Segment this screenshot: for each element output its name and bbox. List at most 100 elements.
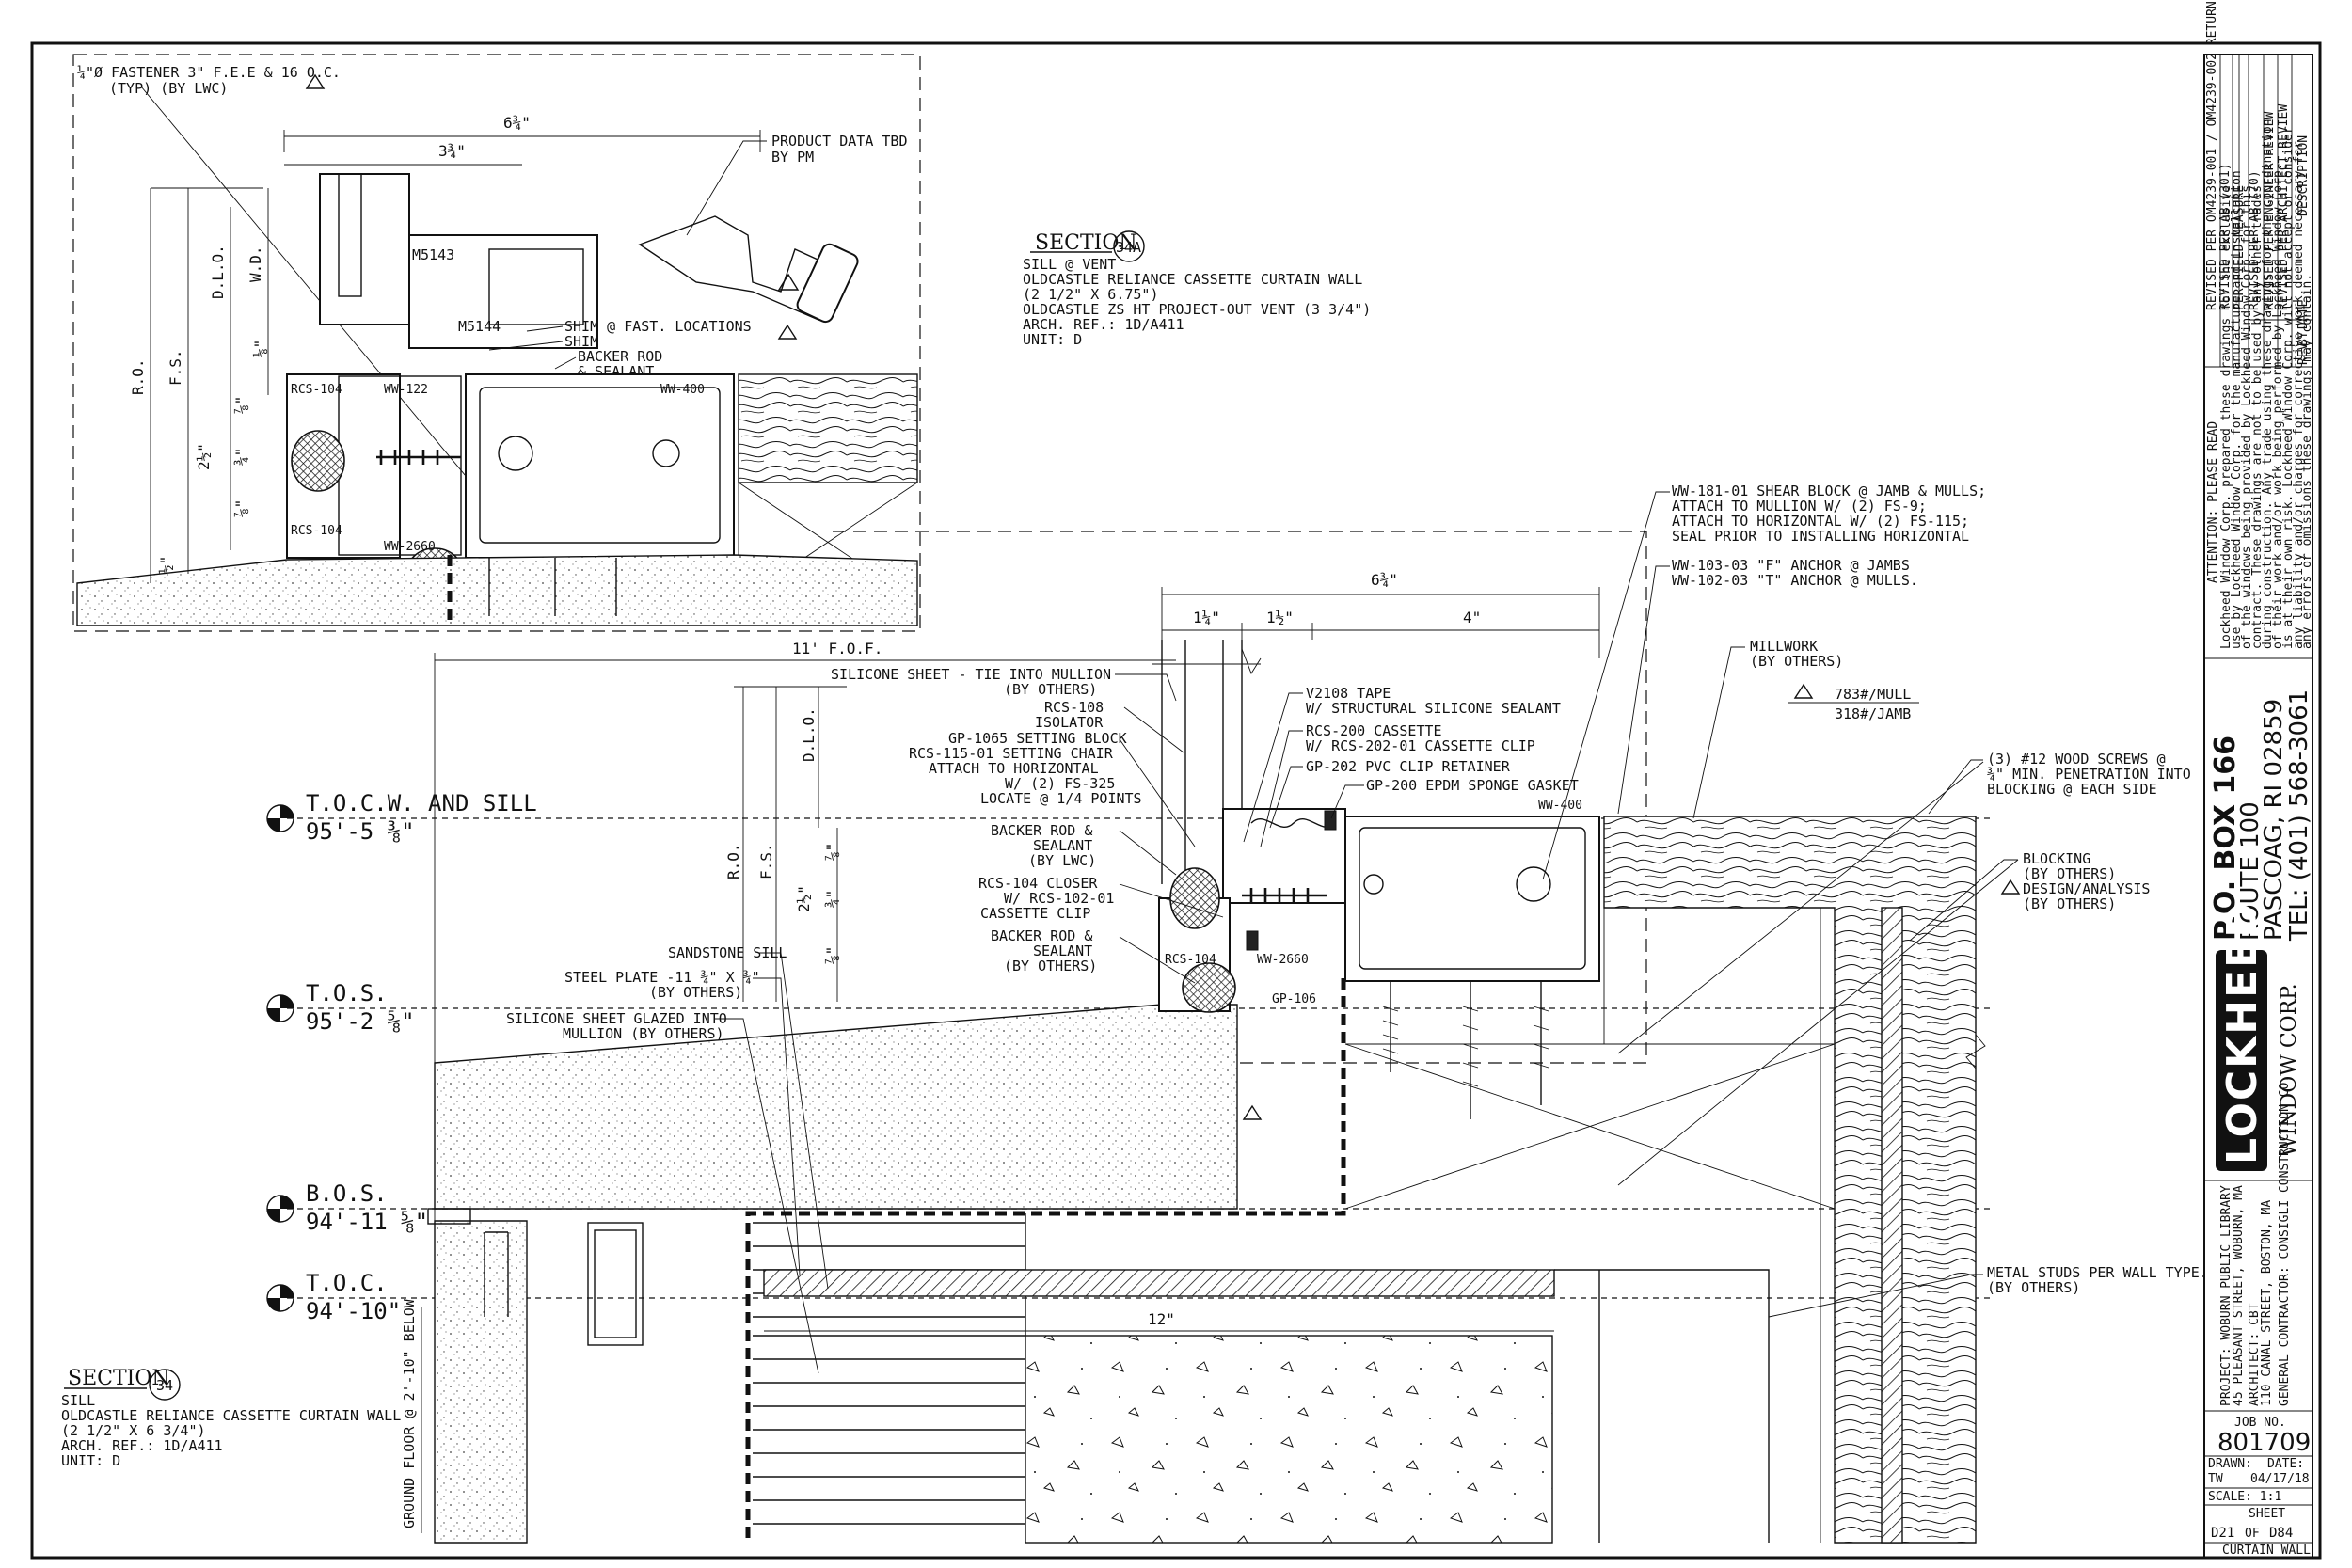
project-1: PROJECT: WOBURN PUBLIC LIBRARY — [2219, 1185, 2233, 1406]
elev-toc-value: 94'-10" — [306, 1298, 401, 1324]
elev-tocw-name: T.O.C.W. AND SILL — [306, 790, 537, 816]
m5144-label: M5144 — [458, 318, 501, 335]
break-line-right — [1965, 1034, 1986, 1069]
fastener-screw — [376, 450, 461, 465]
job-number: 801709 — [2217, 1429, 2311, 1457]
section-34-bubble — [149, 1369, 181, 1401]
callout-rcs104-3: CASSETTE CLIP — [980, 905, 1090, 922]
cw-screw-boss — [1363, 874, 1384, 895]
rcs104-top-label: RCS-104 — [291, 383, 342, 397]
fastener-note-line2: (TYP) (BY LWC) — [109, 80, 228, 97]
stone-veneer-lower — [434, 1220, 528, 1544]
backer-label-1: BACKER ROD — [578, 348, 662, 365]
operator-grip — [796, 243, 859, 324]
job-label: JOB NO. — [2234, 1416, 2286, 1430]
ww122-label: WW-122 — [384, 383, 428, 397]
section-34-desc-2: OLDCASTLE RELIANCE CASSETTE CURTAIN WALL — [61, 1407, 401, 1424]
dim-4-34: 4" — [1463, 609, 1481, 626]
fastener-note-line1: ¼"Ø FASTENER 3" F.E.E & 16 O.C. — [77, 64, 341, 81]
sheet-category: CURTAIN WALL — [2222, 1544, 2311, 1558]
logo-badge — [2216, 950, 2267, 1171]
callout-ww181-1: WW-181-01 SHEAR BLOCK @ JAMB & MULLS; — [1672, 483, 1986, 499]
section-34a-desc-5: ARCH. REF.: 1D/A411 — [1023, 316, 1184, 333]
attention-4: contract. These drawings are not to be u… — [2250, 185, 2265, 649]
drawn-by: TW — [2208, 1472, 2223, 1486]
rev-3: PER FIELD MEASURE — [2233, 185, 2247, 310]
right-leaders — [1542, 491, 2019, 1318]
attention-7: is at their own risk. Lockheed Window Co… — [2281, 126, 2296, 649]
section-34a-desc-2: OLDCASTLE RELIANCE CASSETTE CURTAIN WALL — [1023, 271, 1362, 288]
sheet-total: D84 — [2269, 1526, 2293, 1541]
section-34a-desc-1: SILL @ VENT — [1023, 256, 1116, 273]
callout-blocking-4: (BY OTHERS) — [2023, 895, 2116, 912]
break-symbol — [1152, 648, 1262, 675]
cmu-cell-inner — [594, 1229, 637, 1338]
elev-bos-name: B.O.S. — [306, 1180, 388, 1207]
precast-profile — [484, 1231, 509, 1317]
mullion-lines — [1161, 640, 1243, 884]
rev-1: REVISED PER OM4239-001 / OM4239-002 RETU… — [2205, 0, 2219, 310]
callout-gp1065-1: GP-1065 SETTING BLOCK — [948, 730, 1127, 747]
callout-silicone-glazed-2: MULLION (BY OTHERS) — [563, 1025, 724, 1042]
warning-triangle-icon — [1242, 1104, 1263, 1120]
rev-hdr-rev: REV — [2296, 342, 2311, 365]
rev-hdr-desc: DESCRIPTION — [2296, 135, 2311, 216]
attention-5: during construction. Any trade using the… — [2261, 119, 2275, 649]
project-4: 110 CANAL STREET, BOSTON, MA — [2260, 1200, 2274, 1406]
logo: LOCKHEED — [2218, 901, 2266, 1164]
attention-8: any liability and/or charges for correct… — [2292, 141, 2306, 649]
cw-cassette-profile — [1250, 817, 1337, 829]
callout-gp1065-5: LOCATE @ 1/4 POINTS — [980, 790, 1142, 807]
attention-2: use by Lockheed Window Corp. for the man… — [2230, 170, 2244, 649]
project-divider — [2204, 1180, 2312, 1412]
shim-label: SHIM — [564, 333, 598, 350]
vent-sash — [408, 234, 598, 349]
center-callouts: V2108 TAPE W/ STRUCTURAL SILICONE SEALAN… — [1243, 685, 1579, 847]
load-jamb: 318#/JAMB — [1835, 705, 1911, 722]
operator-handle — [638, 215, 849, 321]
callout-rcs108-2: ISOLATOR — [1035, 714, 1104, 731]
left-leaders — [715, 673, 1224, 1374]
dim-12-34a: ½" — [157, 556, 175, 574]
dim-334: 3¾" — [438, 142, 466, 160]
callout-ww103-2: WW-102-03 "T" ANCHOR @ MULLS. — [1672, 572, 1918, 589]
callout-screws-3: BLOCKING @ EACH SIDE — [1987, 781, 2157, 798]
sill-extrusion — [465, 373, 735, 559]
scale: SCALE: 1:1 — [2208, 1490, 2281, 1504]
warning-triangle-icon — [2000, 879, 2021, 895]
dim-634-34-line — [1161, 587, 1600, 658]
cw-backer-rod-1 — [1169, 867, 1220, 929]
callout-studs-1: METAL STUDS PER WALL TYPE. — [1987, 1264, 2208, 1281]
section-34a-desc-4: OLDCASTLE ZS HT PROJECT-OUT VENT (3 3/4"… — [1023, 301, 1371, 318]
m5143-label: M5143 — [412, 246, 454, 263]
callout-studs-2: (BY OTHERS) — [1987, 1279, 2080, 1296]
air-barrier-34 — [745, 978, 1346, 1543]
address-1: P.O. BOX 166 — [2209, 736, 2242, 941]
elevation-marker-bos: B.O.S. 94'-11 ⅝" — [266, 1180, 428, 1235]
callout-blocking-2: (BY OTHERS) — [2023, 865, 2116, 882]
dim-dlo-34: D.L.O. — [800, 707, 818, 762]
section-34-desc-5: UNIT: D — [61, 1452, 120, 1469]
callout-backer-lwc-1: BACKER ROD & — [991, 822, 1092, 839]
vert-dims-34a — [150, 187, 269, 583]
blocking-hatch — [1881, 907, 1903, 1544]
ww400-label: WW-400 — [660, 383, 705, 397]
rcs104-bot-label: RCS-104 — [291, 524, 342, 538]
metal-stud — [1554, 1269, 1770, 1543]
title-block-frame — [2203, 54, 2313, 1559]
detail-34a: ¼"Ø FASTENER 3" F.E.E & 16 O.C. (TYP) (B… — [72, 54, 1371, 632]
cw-backer-rod-2 — [1182, 962, 1236, 1013]
shim-fast-label: SHIM @ FAST. LOCATIONS — [564, 318, 752, 335]
elevation-marker-toc: T.O.C. 94'-10" — [266, 1270, 401, 1324]
elev-tocw-value: 95'-5 ⅜" — [306, 818, 415, 845]
sheet-number: D21 — [2211, 1526, 2234, 1541]
callout-backer-oth-1: BACKER ROD & — [991, 927, 1092, 944]
section-34-desc-1: SILL — [61, 1392, 95, 1409]
dim-634: 6¾" — [503, 114, 531, 132]
dim-78a-34a: ⅞" — [232, 396, 250, 414]
dim-row-34-line — [1162, 623, 1599, 640]
ww400-label-34: WW-400 — [1538, 799, 1582, 813]
title-block: REVISED PER OM4239-001 / OM4239-002 RETU… — [2203, 0, 2314, 1559]
gp106-label: GP-106 — [1272, 992, 1316, 1006]
rev-6: REVISED PER ARCHITECT REVIEW — [2277, 104, 2291, 310]
